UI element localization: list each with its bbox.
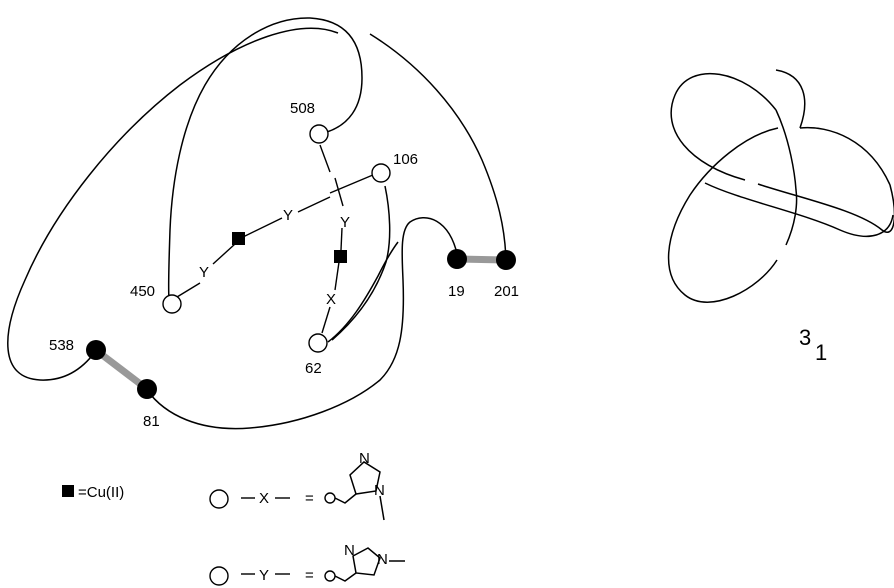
residue-node-450 (162, 294, 182, 314)
residue-label-450: 450 (130, 283, 155, 300)
legend: =Cu(II) X = N N Y = N N (62, 450, 405, 586)
residue-node-106 (371, 163, 391, 183)
backbone-62-under-crossing (327, 241, 399, 343)
bond-y2-upper (334, 177, 344, 207)
legend-y-eq: = (305, 567, 314, 584)
bond-y-cu1 (212, 243, 236, 265)
cu-node-1 (232, 232, 245, 245)
residue-label-106: 106 (393, 151, 418, 168)
legend-y-methylene-bond (334, 572, 357, 582)
legend-y-ring-n-right: N (377, 551, 388, 568)
trefoil-strand-6 (775, 69, 806, 129)
legend-x-methylene-bond (334, 493, 357, 504)
residue-node-538 (86, 340, 106, 360)
residue-label-19: 19 (448, 283, 465, 300)
residue-label-508: 508 (290, 100, 315, 117)
bond-450-y (176, 282, 201, 298)
bond-y-to-106b (242, 217, 283, 238)
legend-y-ring-n-top: N (344, 542, 355, 559)
linker-label-x1: X (326, 291, 336, 308)
residue-node-201 (496, 250, 516, 270)
residue-node-19 (447, 249, 467, 269)
linker-label-y3: Y (340, 214, 350, 231)
linker-label-y1: Y (199, 264, 209, 281)
legend-x-symbol: X (259, 490, 269, 507)
legend-x-methyl-bond (379, 495, 385, 521)
legend-y-struct-node (324, 570, 336, 582)
linker-label-y2: Y (283, 207, 293, 224)
backbone-outer-loop-538 (7, 27, 339, 381)
residue-node-62 (308, 333, 328, 353)
crosslink-538-81 (94, 348, 150, 392)
bond-508-y (319, 144, 331, 173)
legend-x-struct-node (324, 492, 336, 504)
trefoil-strand-3 (667, 127, 779, 303)
knot-type-label: 3 (799, 325, 811, 350)
legend-y-imidazole-ring (352, 547, 381, 576)
bond-y-cu2 (340, 227, 343, 251)
bond-cu2-x (334, 261, 340, 291)
legend-x-eq: = (305, 490, 314, 507)
bond-y-106-mid (297, 196, 331, 213)
residue-label-62: 62 (305, 360, 322, 377)
legend-x-imidazole-ring (349, 461, 381, 495)
residue-label-81: 81 (143, 413, 160, 430)
residue-label-201: 201 (494, 283, 519, 300)
bond-x-62 (321, 306, 331, 334)
trefoil-strand-1 (670, 72, 777, 181)
backbone-508-to-top-loop (167, 17, 363, 301)
backbone-81-to-19 (146, 217, 459, 430)
legend-x-ring-n-bottom: N (374, 482, 385, 499)
trefoil-strand-2 (757, 126, 894, 233)
legend-cu-label: =Cu(II) (78, 484, 124, 501)
trefoil-strand-5 (704, 182, 894, 238)
knot-type-subscript: 1 (815, 340, 827, 365)
trefoil-knot (667, 69, 894, 303)
legend-x-node (209, 489, 229, 509)
legend-x-ring-n-top: N (359, 450, 370, 467)
residue-node-81 (137, 379, 157, 399)
legend-y-node (209, 566, 229, 586)
trefoil-strand-4 (775, 109, 798, 246)
cu-node-2 (334, 250, 347, 263)
legend-cu-square (62, 485, 74, 497)
residue-node-508 (309, 124, 329, 144)
legend-y-symbol: Y (259, 567, 269, 584)
backbone-top-to-201 (369, 33, 507, 261)
residue-label-538: 538 (49, 337, 74, 354)
